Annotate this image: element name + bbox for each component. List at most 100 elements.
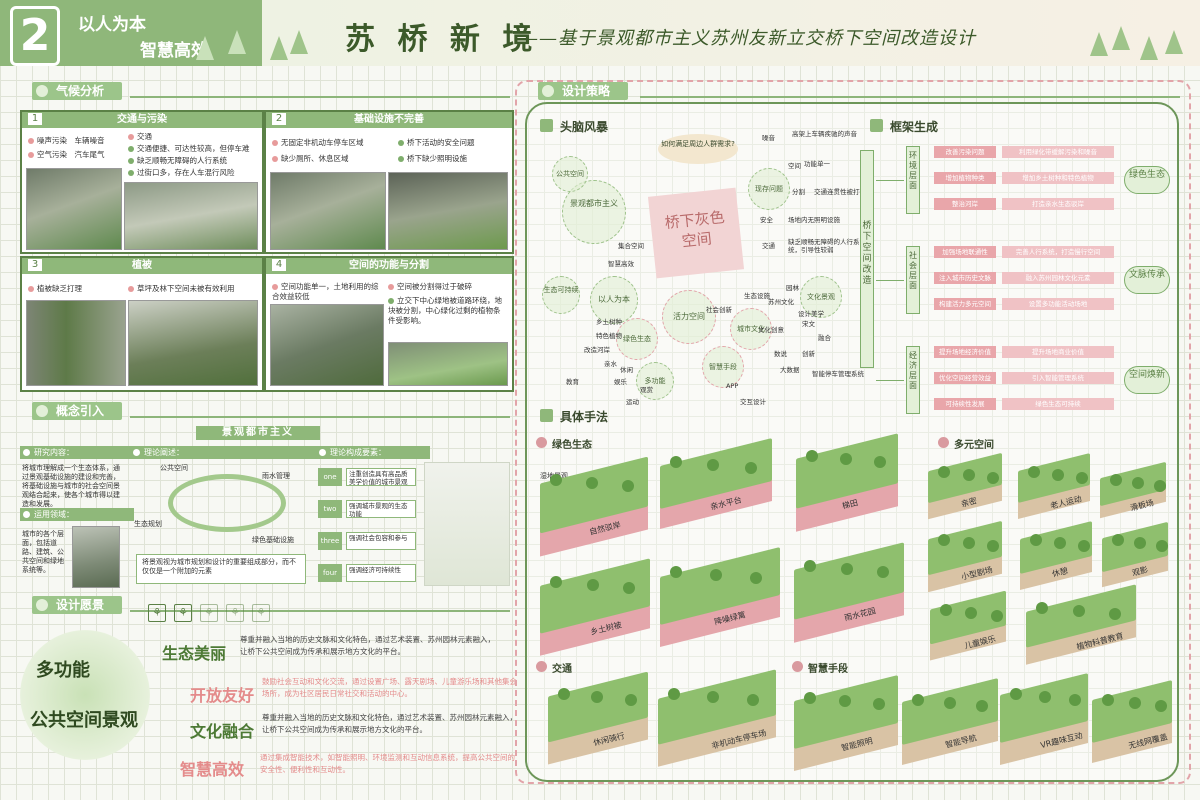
tree-icon bbox=[1155, 700, 1168, 712]
section-tag-concept: 概念引入 bbox=[32, 402, 123, 420]
mind-word: 观赏 bbox=[640, 386, 653, 394]
tree-icon bbox=[874, 456, 886, 468]
frame-detail: 完善人行系统，打造慢行空间 bbox=[1002, 246, 1114, 258]
mind-word: APP bbox=[726, 382, 739, 390]
mind-word: 大数据 bbox=[780, 366, 800, 374]
mind-word: 宋文 bbox=[802, 320, 815, 328]
method-block bbox=[794, 542, 904, 643]
method-block bbox=[1026, 584, 1136, 665]
mind-word: 安全 bbox=[760, 216, 773, 224]
tree-icon bbox=[1052, 469, 1064, 481]
vision-text: 通过集成智能技术，如智能照明、环境监测和互动信息系统，提高公共空间的安全性、便利… bbox=[260, 753, 515, 774]
bubble: 智慧手段 bbox=[702, 346, 744, 388]
strategy-dashed-frame bbox=[515, 80, 1191, 784]
bullet: 植被缺乏打理 bbox=[28, 284, 82, 294]
question-bubble: 如何满足周边人群需求? bbox=[658, 134, 738, 164]
tree-icon bbox=[944, 697, 956, 709]
vision-key: 文化融合 bbox=[190, 722, 255, 741]
framework-heading: 框架生成 bbox=[870, 118, 938, 135]
panel-number: 4 bbox=[272, 259, 286, 271]
tree-icon bbox=[938, 466, 950, 478]
mind-word: 亲水 bbox=[604, 360, 617, 368]
tree-icon bbox=[1090, 32, 1108, 56]
tree-icon bbox=[228, 30, 246, 54]
mind-word: 分割 bbox=[792, 188, 805, 196]
frame-outcome: 空间焕新 bbox=[1124, 366, 1170, 394]
header: 2 以人为本 智慧高效 苏 桥 新 境 ——基于景观都市主义苏州友新立交桥下空间… bbox=[0, 0, 1200, 68]
tree-icon bbox=[1165, 30, 1183, 54]
frame-detail: 绿色生态可持续 bbox=[1002, 398, 1114, 410]
tree-icon bbox=[912, 694, 924, 706]
tree-icon bbox=[1039, 691, 1052, 703]
panel-number: 2 bbox=[272, 113, 286, 125]
bullet: 交通 bbox=[128, 132, 152, 142]
mind-word: 空间 bbox=[788, 162, 801, 170]
tree-icon bbox=[873, 698, 886, 710]
frame-detail: 提升场地商业价值 bbox=[1002, 346, 1114, 358]
photo-lawn bbox=[388, 172, 508, 250]
method-block bbox=[928, 520, 1002, 592]
method-block bbox=[1018, 453, 1090, 519]
tree-icon bbox=[804, 560, 816, 572]
vision-key: 生态美丽 bbox=[162, 644, 227, 663]
connector bbox=[876, 180, 904, 181]
tree-icon bbox=[987, 540, 1000, 552]
mind-word: 改造河岸 bbox=[584, 346, 610, 354]
vision-left1: 多功能 bbox=[36, 660, 90, 681]
tree-icon bbox=[1102, 694, 1114, 706]
section-tag-vision: 设计愿景 bbox=[32, 596, 123, 614]
mind-word: 园林 bbox=[786, 284, 799, 292]
theory-label: 理论阐述： bbox=[130, 446, 322, 459]
bullet: 草坪及林下空间未被有效利用 bbox=[128, 284, 235, 294]
tree-icon bbox=[746, 694, 759, 706]
tree-icon bbox=[290, 30, 308, 54]
method-block bbox=[796, 433, 898, 532]
bubble: 绿色生态 bbox=[616, 318, 658, 360]
mind-word: 苏州文化 bbox=[768, 298, 794, 306]
theory-note: 将景观视为城市规划和设计的重要组成部分，而不仅仅是一个附加的元素 bbox=[142, 558, 296, 575]
bullet: 空间功能单一，土地利用的综合效益较低 bbox=[272, 282, 379, 301]
connector bbox=[876, 380, 904, 381]
frame-item: 注入城市历史文脉 bbox=[934, 272, 996, 284]
tree-icon bbox=[1028, 466, 1040, 478]
photo-interchange bbox=[124, 182, 258, 250]
page-subtitle: ——基于景观都市主义苏州友新立交桥下空间改造设计 bbox=[520, 28, 976, 49]
bullet: 桥下缺少照明设施 bbox=[398, 154, 467, 164]
connector bbox=[876, 280, 904, 281]
mind-word: 设计美学 bbox=[798, 310, 824, 318]
category-green: 绿色生态 bbox=[536, 436, 592, 451]
leaf-icon: ⚘ bbox=[148, 604, 166, 622]
frame-detail: 利用绿化带缓解污染和噪音 bbox=[1002, 146, 1114, 158]
theory-ring bbox=[168, 474, 286, 532]
category-traffic: 交通 bbox=[536, 660, 572, 675]
tree-icon bbox=[196, 36, 214, 60]
bubble: 公共空间 bbox=[552, 156, 588, 192]
tree-icon bbox=[1068, 694, 1081, 706]
mind-word: 智能停车管理系统 bbox=[812, 370, 864, 378]
tree-icon bbox=[1112, 26, 1130, 50]
tree-icon bbox=[940, 604, 952, 616]
bullet: 缺少厕所、休息区域 bbox=[272, 154, 349, 164]
mind-word: 乡土树种 bbox=[596, 318, 622, 326]
panel-title: 空间的功能与分割 bbox=[266, 258, 512, 274]
vision-left2: 公共空间景观 bbox=[30, 710, 138, 731]
mind-word: 运动 bbox=[626, 398, 639, 406]
category-smart: 智慧手段 bbox=[792, 660, 848, 675]
tree-icon bbox=[591, 691, 604, 703]
frame-category: 经济层面 bbox=[906, 346, 920, 414]
frame-item: 可持续性发展 bbox=[934, 398, 996, 410]
tree-icon bbox=[1054, 537, 1066, 549]
mind-word: 休闲 bbox=[620, 366, 633, 374]
tree-icon bbox=[670, 456, 682, 468]
method-block bbox=[660, 438, 772, 529]
tree-icon bbox=[1030, 534, 1042, 546]
tree-icon bbox=[804, 692, 816, 704]
tree-icon bbox=[624, 694, 637, 706]
tree-icon bbox=[750, 572, 762, 584]
tree-icon bbox=[550, 474, 562, 486]
method-block bbox=[540, 456, 648, 557]
theory-term: 雨水管理 bbox=[262, 472, 290, 480]
frame-item: 提升场地经济价值 bbox=[934, 346, 996, 358]
tree-icon bbox=[744, 462, 757, 474]
